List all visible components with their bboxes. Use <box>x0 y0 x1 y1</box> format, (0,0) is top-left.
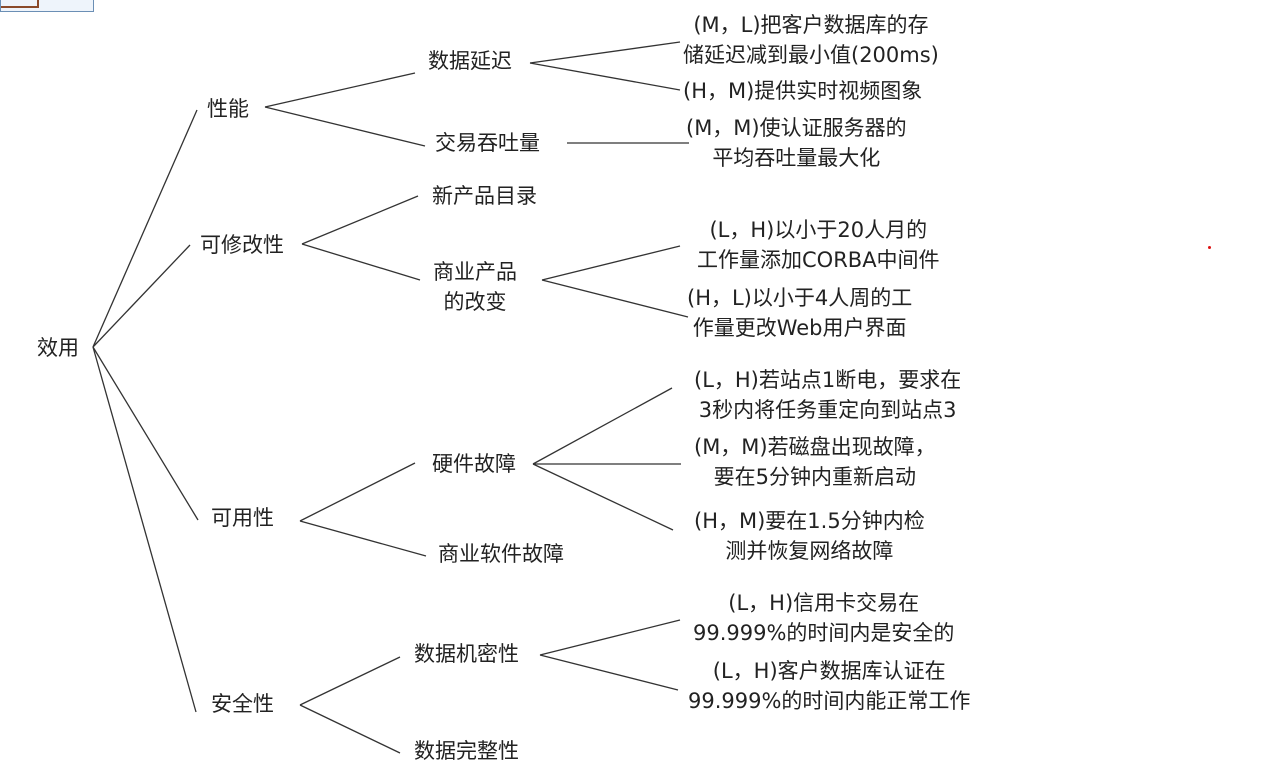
tree-connector <box>299 520 427 557</box>
tree-connector <box>92 109 198 348</box>
tree-connector <box>92 346 199 521</box>
tree-connector <box>264 72 416 108</box>
tree-connector <box>264 106 426 147</box>
tree-connector <box>299 462 416 522</box>
refinement-data-latency: 数据延迟 <box>428 49 512 73</box>
scenario-item: (L，H)信用卡交易在 99.999%的时间内是安全的 <box>693 591 955 645</box>
attribute-availability: 可用性 <box>211 506 274 530</box>
refinement-hardware-failure: 硬件故障 <box>432 452 516 476</box>
root-node: 效用 <box>37 336 79 360</box>
window-corner-fragment <box>0 0 94 12</box>
tree-connector <box>299 704 401 754</box>
scenario-item: (L，H)以小于20人月的 工作量添加CORBA中间件 <box>697 218 940 272</box>
attribute-performance: 性能 <box>207 97 249 121</box>
tree-connector <box>301 243 421 281</box>
refinement-data-integrity: 数据完整性 <box>414 739 519 763</box>
attribute-security: 安全性 <box>211 692 274 716</box>
scenario-item: (M，L)把客户数据库的存 (M，M)使认证服务器的 平均吞吐量最大化 <box>686 116 907 170</box>
red-dot-marker <box>1208 246 1211 249</box>
scenario-item: (L，H)客户数据库认证在 99.999%的时间内能正常工作 <box>688 659 971 713</box>
tree-connector <box>532 463 674 531</box>
scenario-item: (H，M)要在1.5分钟内检 测并恢复网络故障 <box>694 509 925 563</box>
attribute-modifiability: 可修改性 <box>200 233 284 257</box>
scenario-item: (H，L)以小于4人周的工 作量更改Web用户界面 <box>687 286 913 340</box>
refinement-cots-software-failure: 商业软件故障 <box>438 542 564 566</box>
refinement-transaction-throughput: 交易吞吐量 <box>435 131 540 155</box>
tree-connector <box>529 62 681 91</box>
tree-connector <box>539 654 679 691</box>
refinement-commercial-product-change: 商业产品 的改变 <box>433 260 517 314</box>
scenario-item: (L，H)若站点1断电，要求在 3秒内将任务重定向到站点3 <box>694 368 962 422</box>
tree-connector <box>301 195 419 245</box>
scenario-item: (M，L)把客户数据库的存 储延迟减到最小值(200ms) <box>683 13 939 67</box>
tree-connector <box>532 387 673 465</box>
tree-connector <box>541 245 681 281</box>
tree-connector <box>299 656 401 706</box>
refinement-new-product-catalog: 新产品目录 <box>432 184 537 208</box>
tree-connector <box>529 41 681 64</box>
scenario-item: (M，M)若磁盘出现故障， 要在5分钟内重新启动 <box>694 435 936 489</box>
tree-connector <box>539 619 681 656</box>
tree-connector <box>541 279 689 318</box>
tree-connector <box>92 346 197 713</box>
refinement-data-confidentiality: 数据机密性 <box>414 642 519 666</box>
tree-connector <box>92 244 191 348</box>
scenario-item: (H，M)提供实时视频图象 <box>683 79 923 103</box>
